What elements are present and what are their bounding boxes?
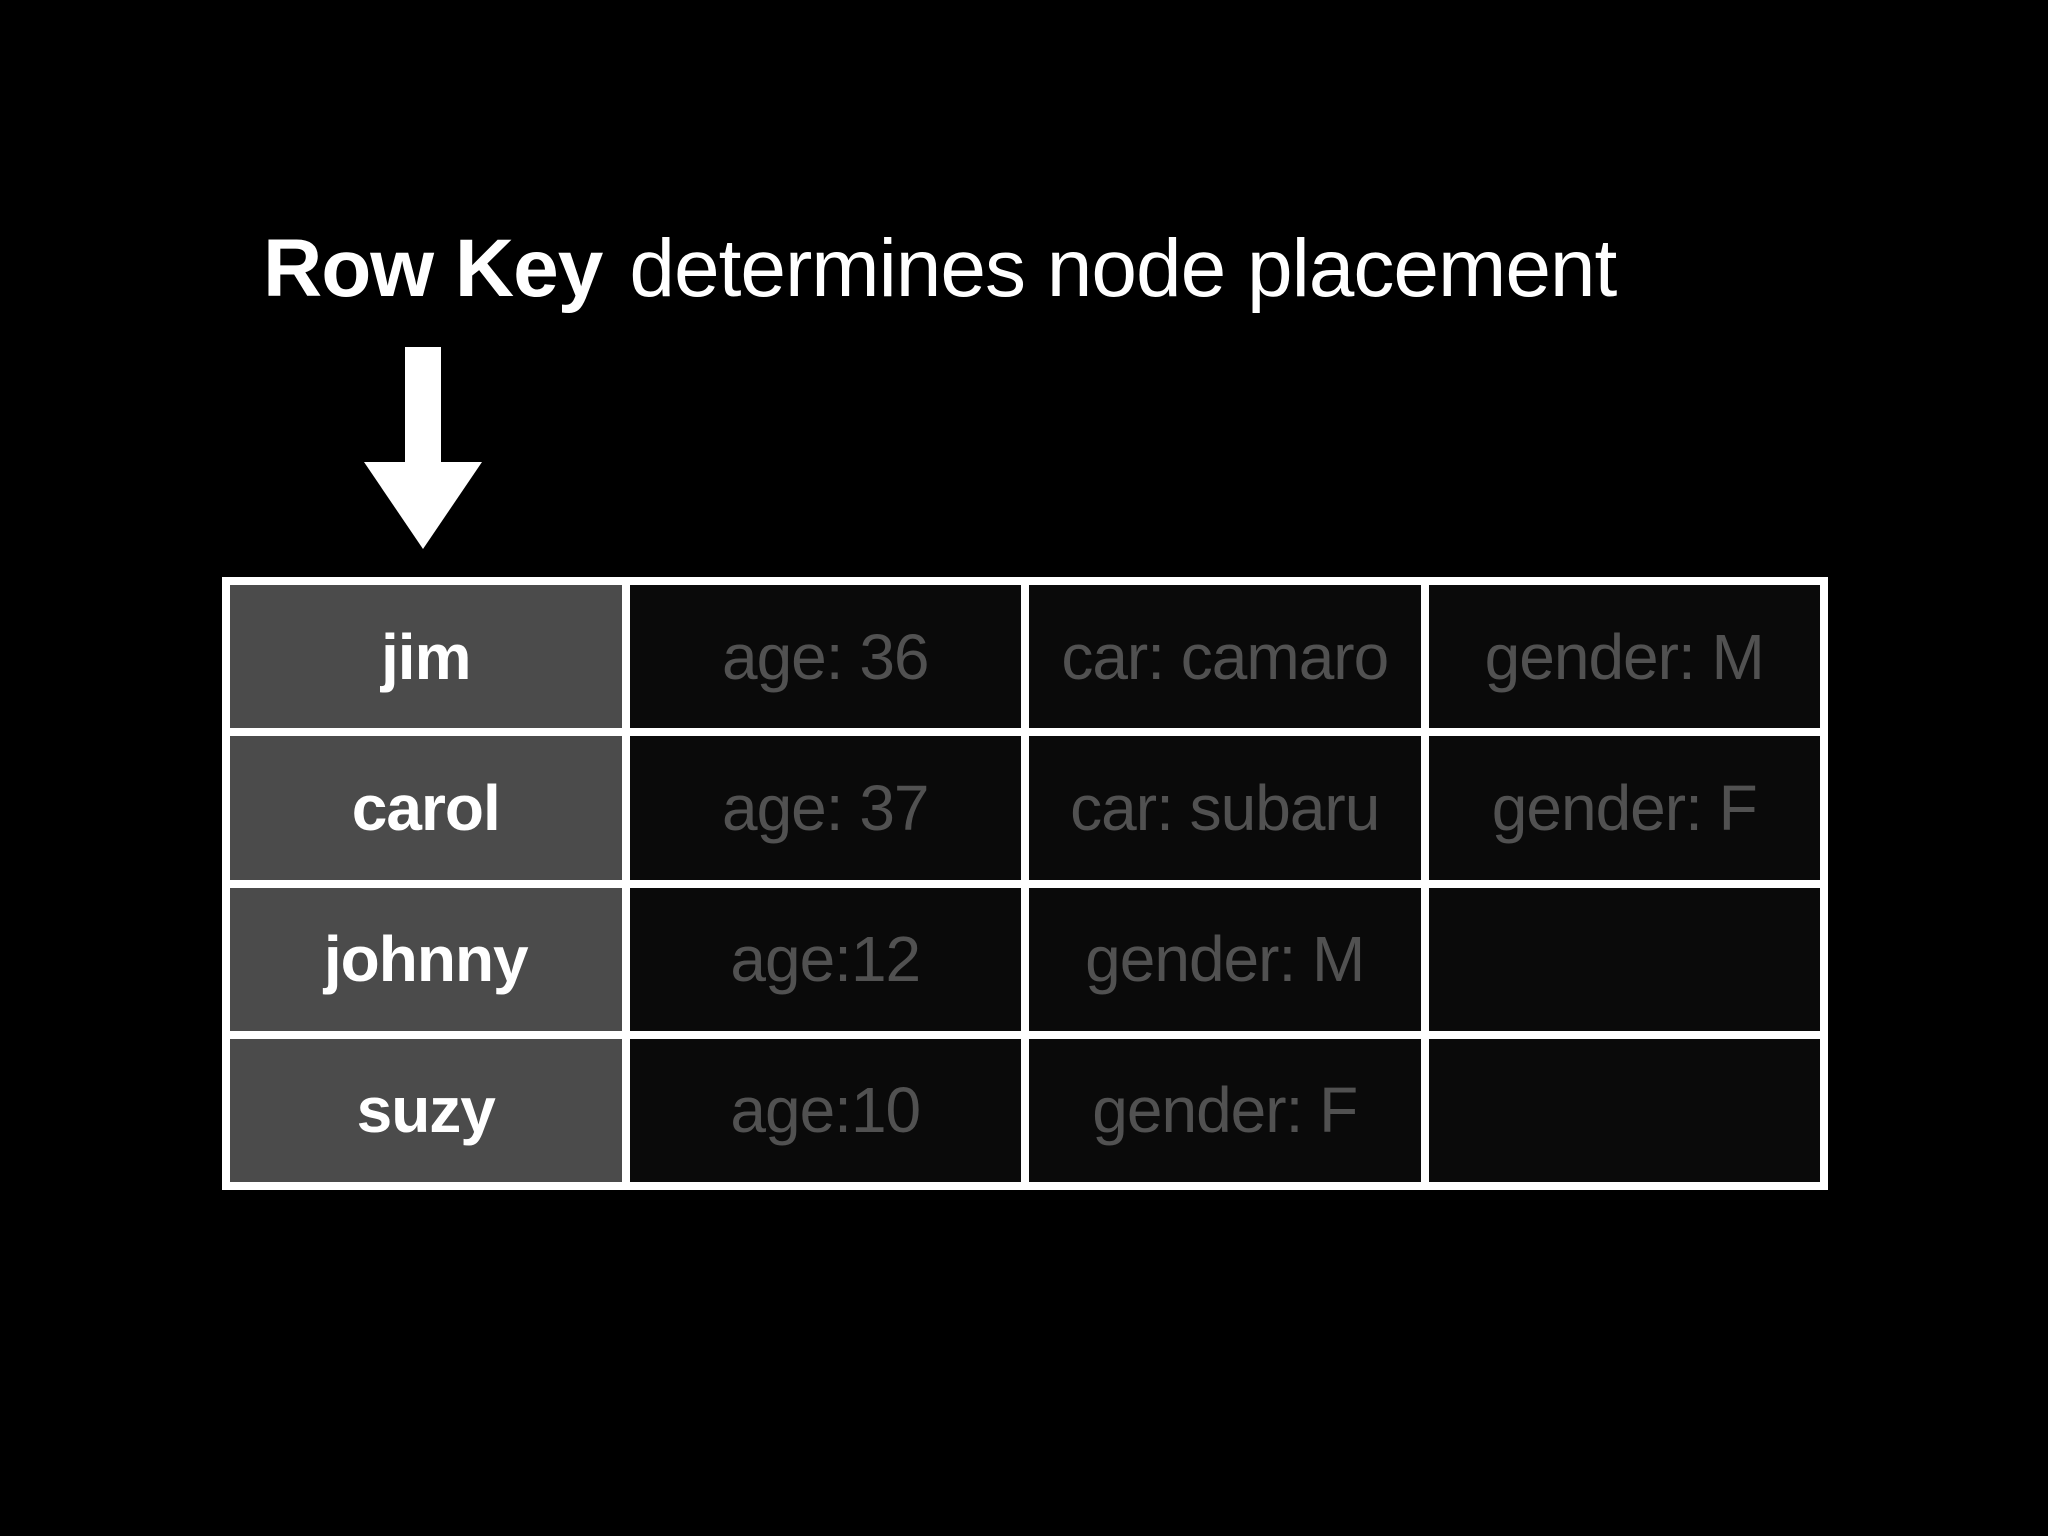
title-emphasis: Row Key: [263, 223, 603, 314]
table-cell: gender: F: [1029, 1038, 1421, 1182]
table-cell: car: camaro: [1029, 585, 1421, 729]
table-cell: car: subaru: [1029, 736, 1421, 880]
table-cell: [1428, 887, 1820, 1031]
table-cell: gender: M: [1428, 585, 1820, 729]
row-key-cell: johnny: [230, 887, 622, 1031]
title-text: determines node placement: [629, 223, 1617, 314]
table-cell: gender: M: [1029, 887, 1421, 1031]
table-cell: [1428, 1038, 1820, 1182]
table-cell: age: 37: [629, 736, 1021, 880]
row-key-cell: suzy: [230, 1038, 622, 1182]
table-cell: gender: F: [1428, 736, 1820, 880]
table-cell: age:12: [629, 887, 1021, 1031]
table-cell: age:10: [629, 1038, 1021, 1182]
row-key-table: jim age: 36 car: camaro gender: M carol …: [222, 577, 1828, 1190]
down-arrow-head: [364, 462, 482, 549]
table-cell: age: 36: [629, 585, 1021, 729]
row-key-cell: carol: [230, 736, 622, 880]
row-key-cell: jim: [230, 585, 622, 729]
down-arrow-shaft: [405, 347, 441, 463]
